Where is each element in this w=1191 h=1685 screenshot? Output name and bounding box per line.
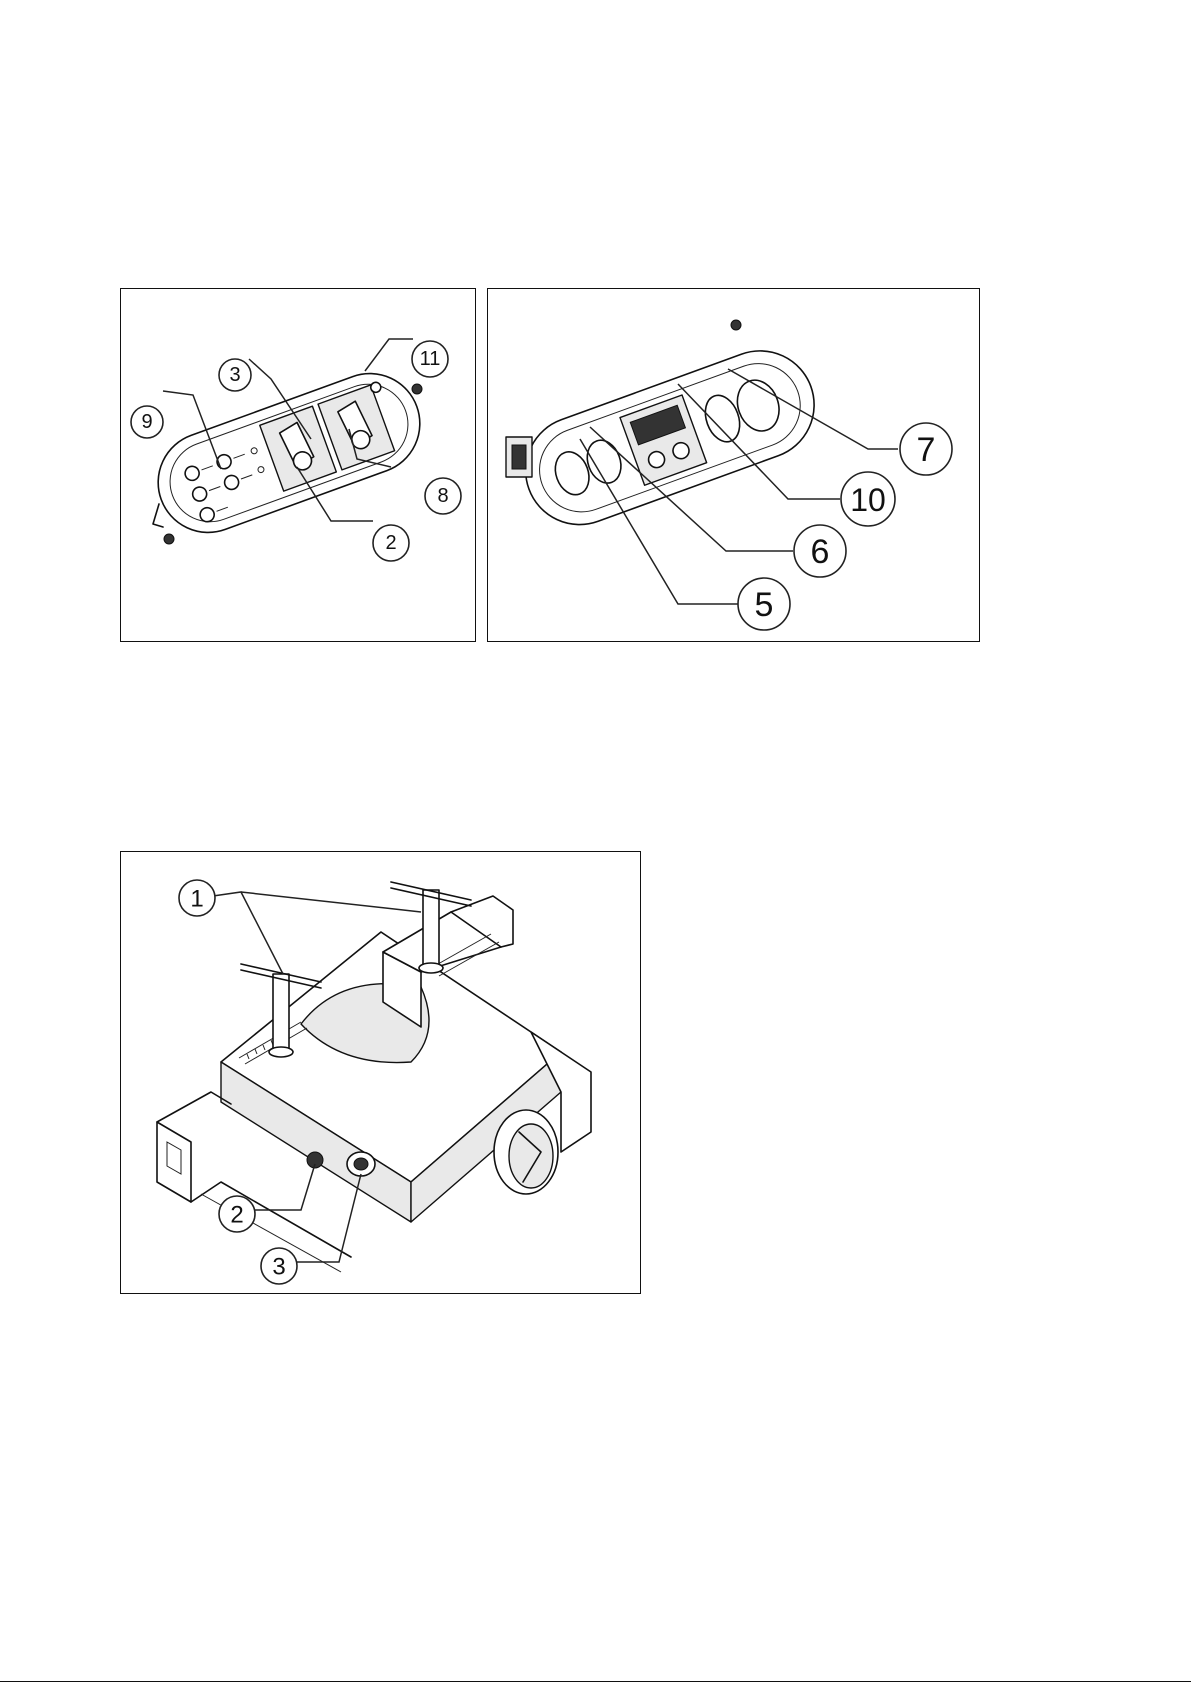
callout-2: 2: [219, 1196, 255, 1232]
svg-text:3: 3: [229, 364, 240, 386]
figure-machine: 1 2 3: [120, 851, 641, 1294]
callout-3: 3: [219, 359, 251, 391]
svg-text:9: 9: [141, 411, 152, 433]
callout-11: 11: [412, 341, 448, 377]
svg-text:6: 6: [811, 533, 830, 571]
control-panel-with-display-icon: 7 10 6 5: [488, 289, 978, 640]
figure-left-control-panel: 3 11 9 8 2: [120, 288, 476, 642]
svg-text:5: 5: [755, 586, 774, 624]
svg-text:2: 2: [230, 1202, 243, 1229]
callout-5: 5: [738, 578, 790, 630]
svg-text:3: 3: [272, 1254, 285, 1281]
callout-3: 3: [261, 1248, 297, 1284]
cutting-machine-with-t-handles-icon: 1 2 3: [121, 852, 639, 1292]
figure-right-control-panel: 7 10 6 5: [487, 288, 980, 642]
svg-text:1: 1: [190, 886, 203, 913]
callout-6: 6: [794, 525, 846, 577]
svg-text:2: 2: [385, 532, 396, 554]
callout-7: 7: [900, 423, 952, 475]
callout-8: 8: [425, 478, 461, 514]
control-panel-with-switches-icon: 3 11 9 8 2: [121, 289, 474, 640]
svg-text:7: 7: [917, 431, 936, 469]
callout-2: 2: [373, 525, 409, 561]
callout-9: 9: [131, 406, 163, 438]
callout-10: 10: [841, 472, 895, 526]
svg-text:8: 8: [437, 485, 448, 507]
svg-text:10: 10: [850, 482, 886, 518]
svg-text:11: 11: [420, 348, 441, 370]
page-bottom-rule: [0, 1681, 1191, 1682]
callout-1: 1: [179, 880, 215, 916]
